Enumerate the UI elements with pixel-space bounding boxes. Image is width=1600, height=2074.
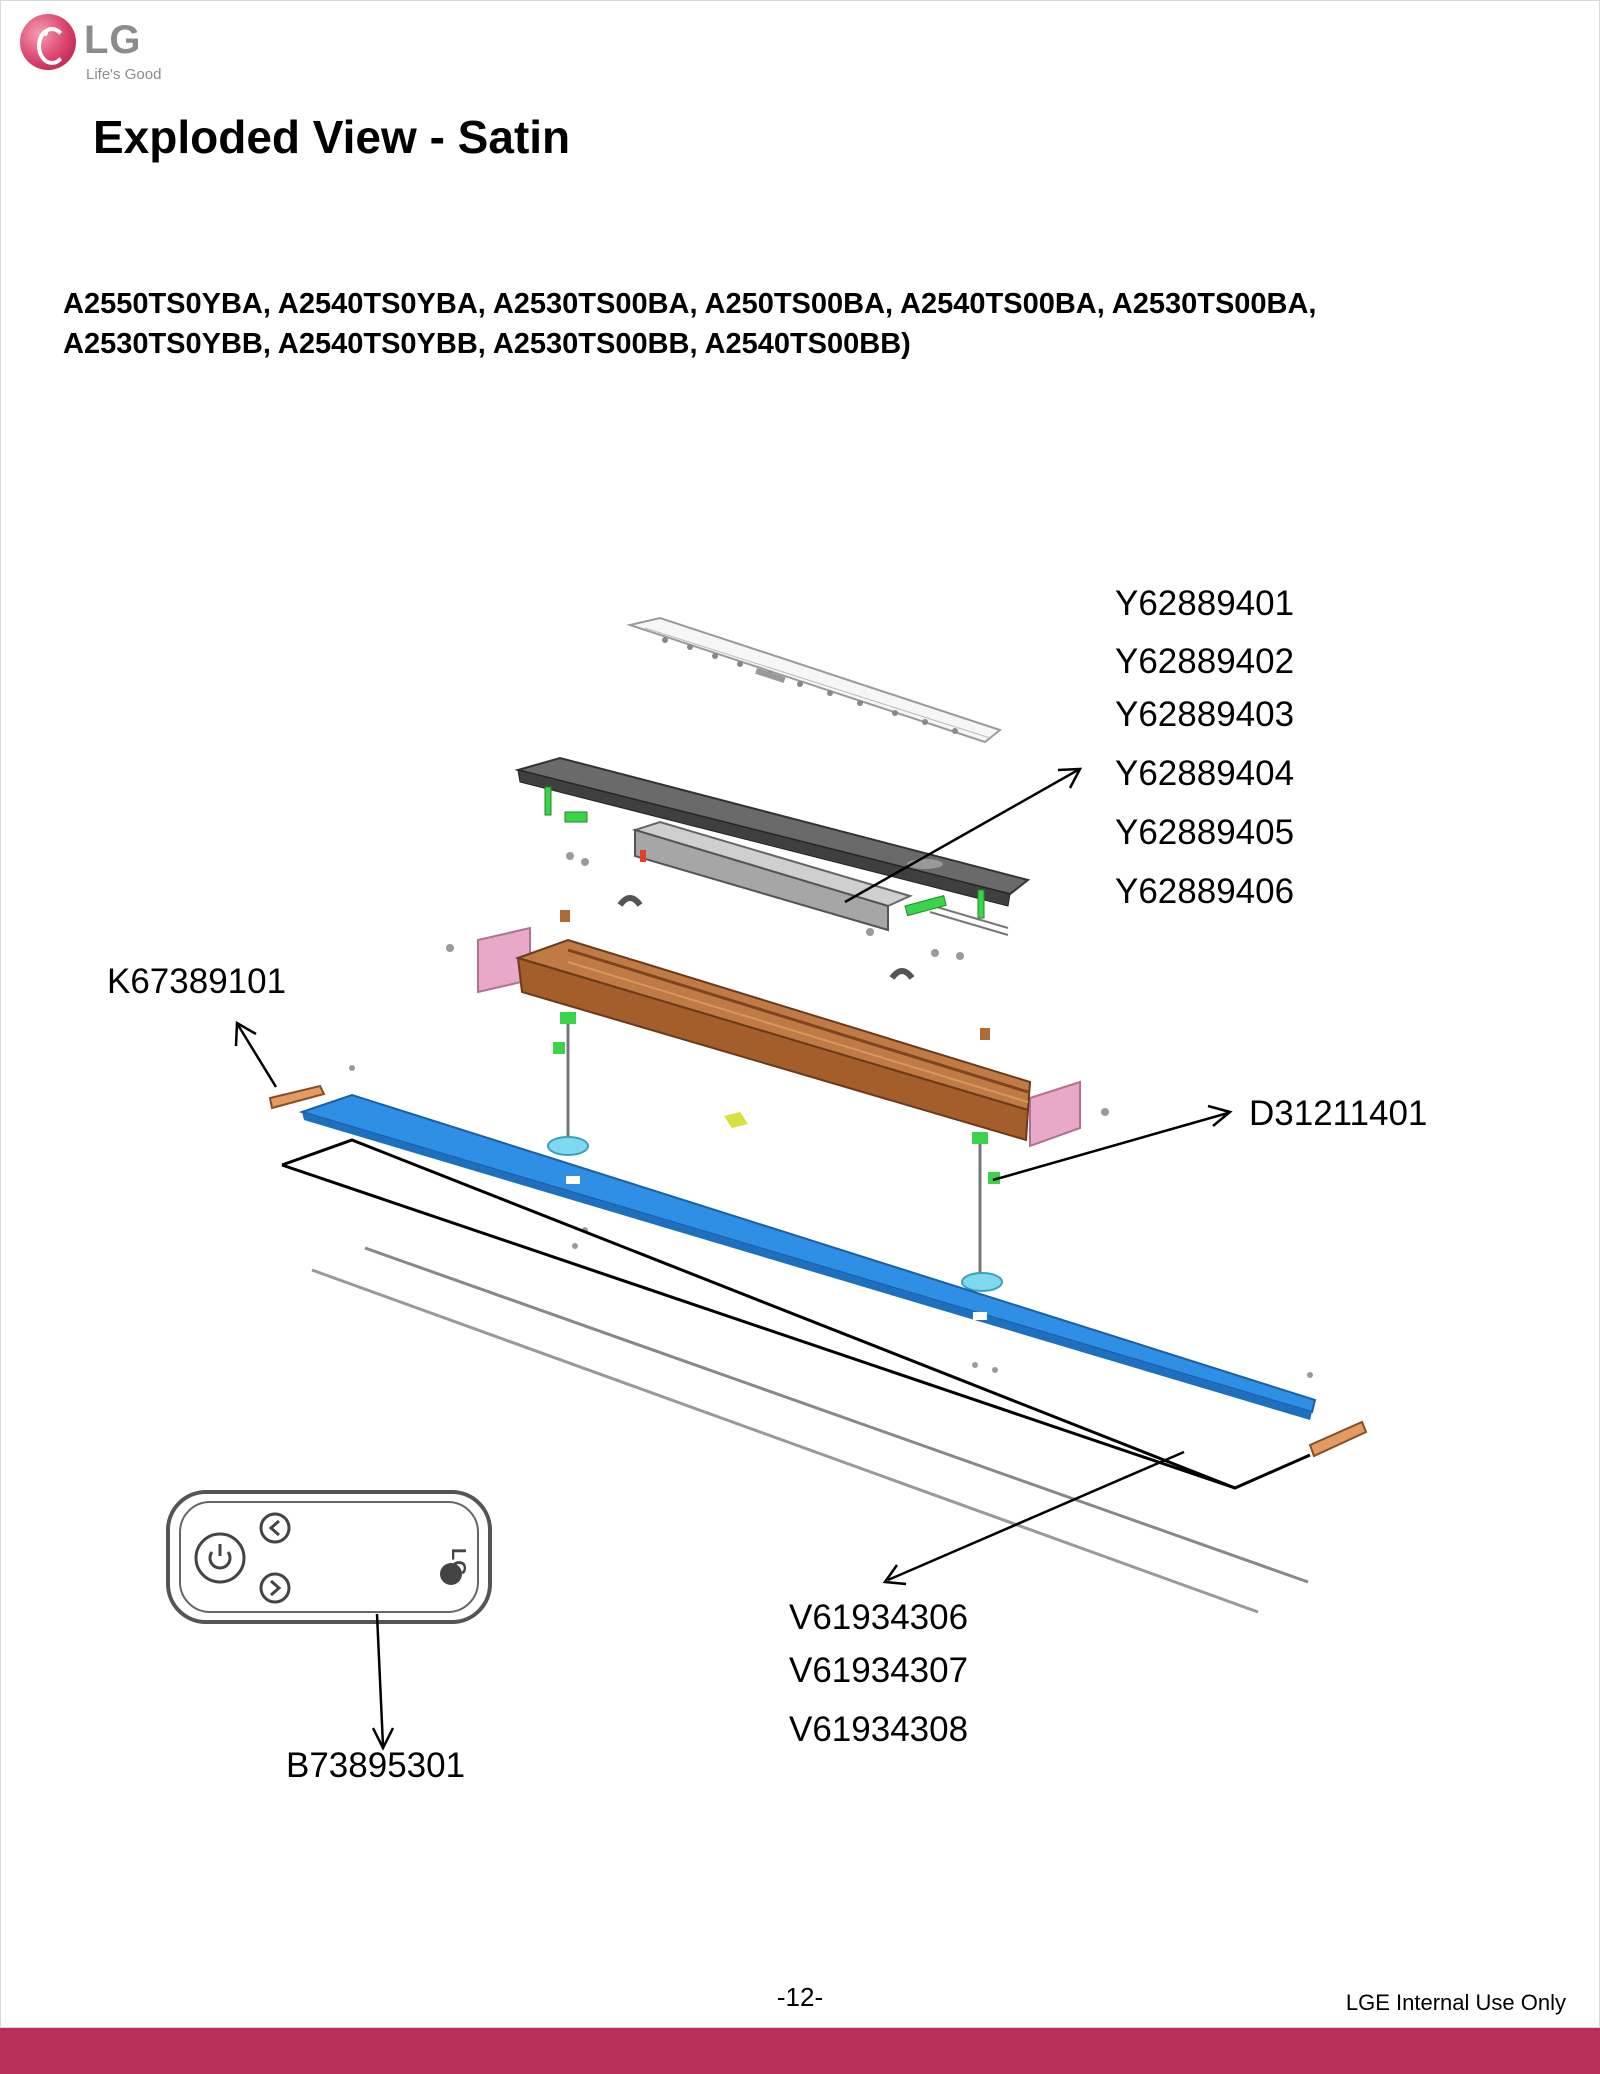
electronics-box: [631, 820, 913, 932]
chevron-right-icon: [259, 1572, 291, 1604]
part-label-bottom-2: V61934307: [789, 1651, 969, 1690]
part-label-end-cap: K67389101: [107, 962, 287, 1001]
remote-control: LG: [166, 1490, 492, 1624]
part-label-bottom-3: V61934308: [789, 1710, 969, 1749]
blue-bottom-bar: [298, 1093, 1317, 1420]
part-label-top-1: Y62889401: [1115, 584, 1295, 623]
part-label-top-3: Y62889403: [1115, 695, 1295, 734]
part-label-top-2: Y62889402: [1115, 642, 1295, 681]
part-label-remote: B73895301: [286, 1746, 466, 1785]
part-label-clip: D31211401: [1249, 1094, 1428, 1133]
right-bracket: [1029, 1080, 1081, 1148]
standoff-group: [544, 786, 985, 919]
part-label-top-4: Y62889404: [1115, 754, 1295, 793]
remote-brand: LG: [447, 1548, 469, 1576]
part-label-top-5: Y62889405: [1115, 813, 1295, 852]
model-list: A2550TS0YBA, A2540TS0YBA, A2530TS00BA, A…: [63, 284, 1543, 364]
lg-logo: LG Life's Good: [20, 14, 180, 90]
end-cap-left: [268, 1084, 326, 1110]
top-perforated-plate: [626, 616, 1003, 744]
page-title: Exploded View - Satin: [93, 111, 571, 163]
page-number: -12-: [776, 1982, 824, 2012]
lg-logo-icon: [20, 14, 76, 70]
logo-tagline: Life's Good: [86, 66, 162, 83]
leader-arrows: [234, 767, 1233, 1751]
wood-channel: [514, 938, 1032, 1142]
logo-brand: LG: [84, 18, 142, 62]
footer-bar: [0, 2028, 1600, 2074]
end-cap-right: [1308, 1420, 1368, 1458]
part-label-top-6: Y62889406: [1115, 872, 1295, 911]
top-rail: [514, 756, 1031, 936]
screw-group: [349, 852, 1313, 1378]
part-label-bottom-1: V61934306: [789, 1598, 969, 1637]
internal-use-notice: LGE Internal Use Only: [1345, 1990, 1566, 2015]
remote-lg-logo-icon: [440, 1563, 462, 1585]
model-list-line: A2550TS0YBA, A2540TS0YBA, A2530TS00BA, A…: [63, 288, 1317, 320]
model-list-line: A2530TS0YBB, A2540TS0YBB, A2530TS00BB, A…: [63, 328, 911, 360]
chevron-left-icon: [259, 1512, 291, 1544]
power-icon: [194, 1532, 246, 1584]
